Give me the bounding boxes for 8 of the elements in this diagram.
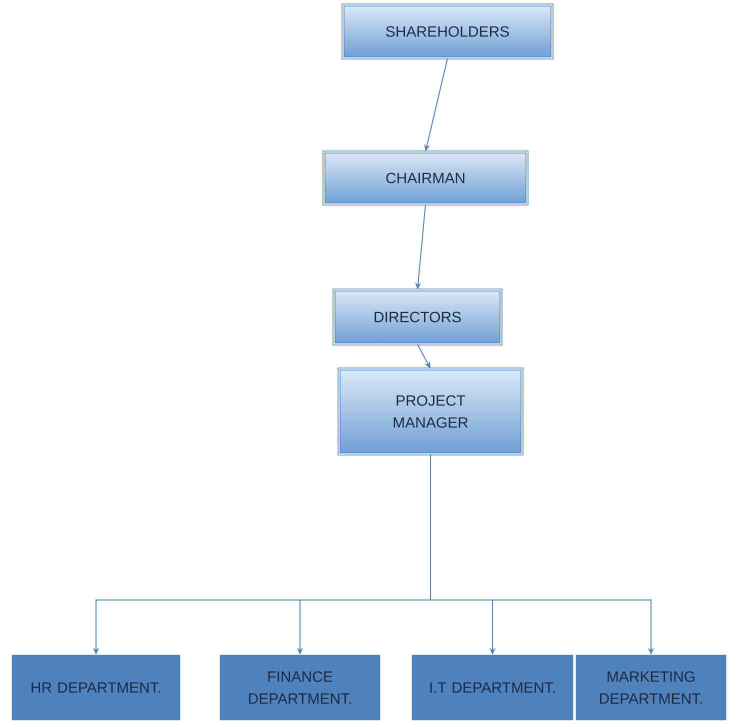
department-box: MARKETING DEPARTMENT. bbox=[576, 654, 726, 720]
role-box: PROJECT MANAGER bbox=[338, 368, 524, 456]
role-box: SHAREHOLDERS bbox=[342, 4, 554, 60]
department-box: HR DEPARTMENT. bbox=[12, 654, 180, 720]
role-box: DIRECTORS bbox=[332, 288, 502, 346]
role-box: CHAIRMAN bbox=[322, 150, 528, 206]
department-box: I.T DEPARTMENT. bbox=[412, 654, 574, 720]
department-box: FINANCE DEPARTMENT. bbox=[220, 654, 380, 720]
